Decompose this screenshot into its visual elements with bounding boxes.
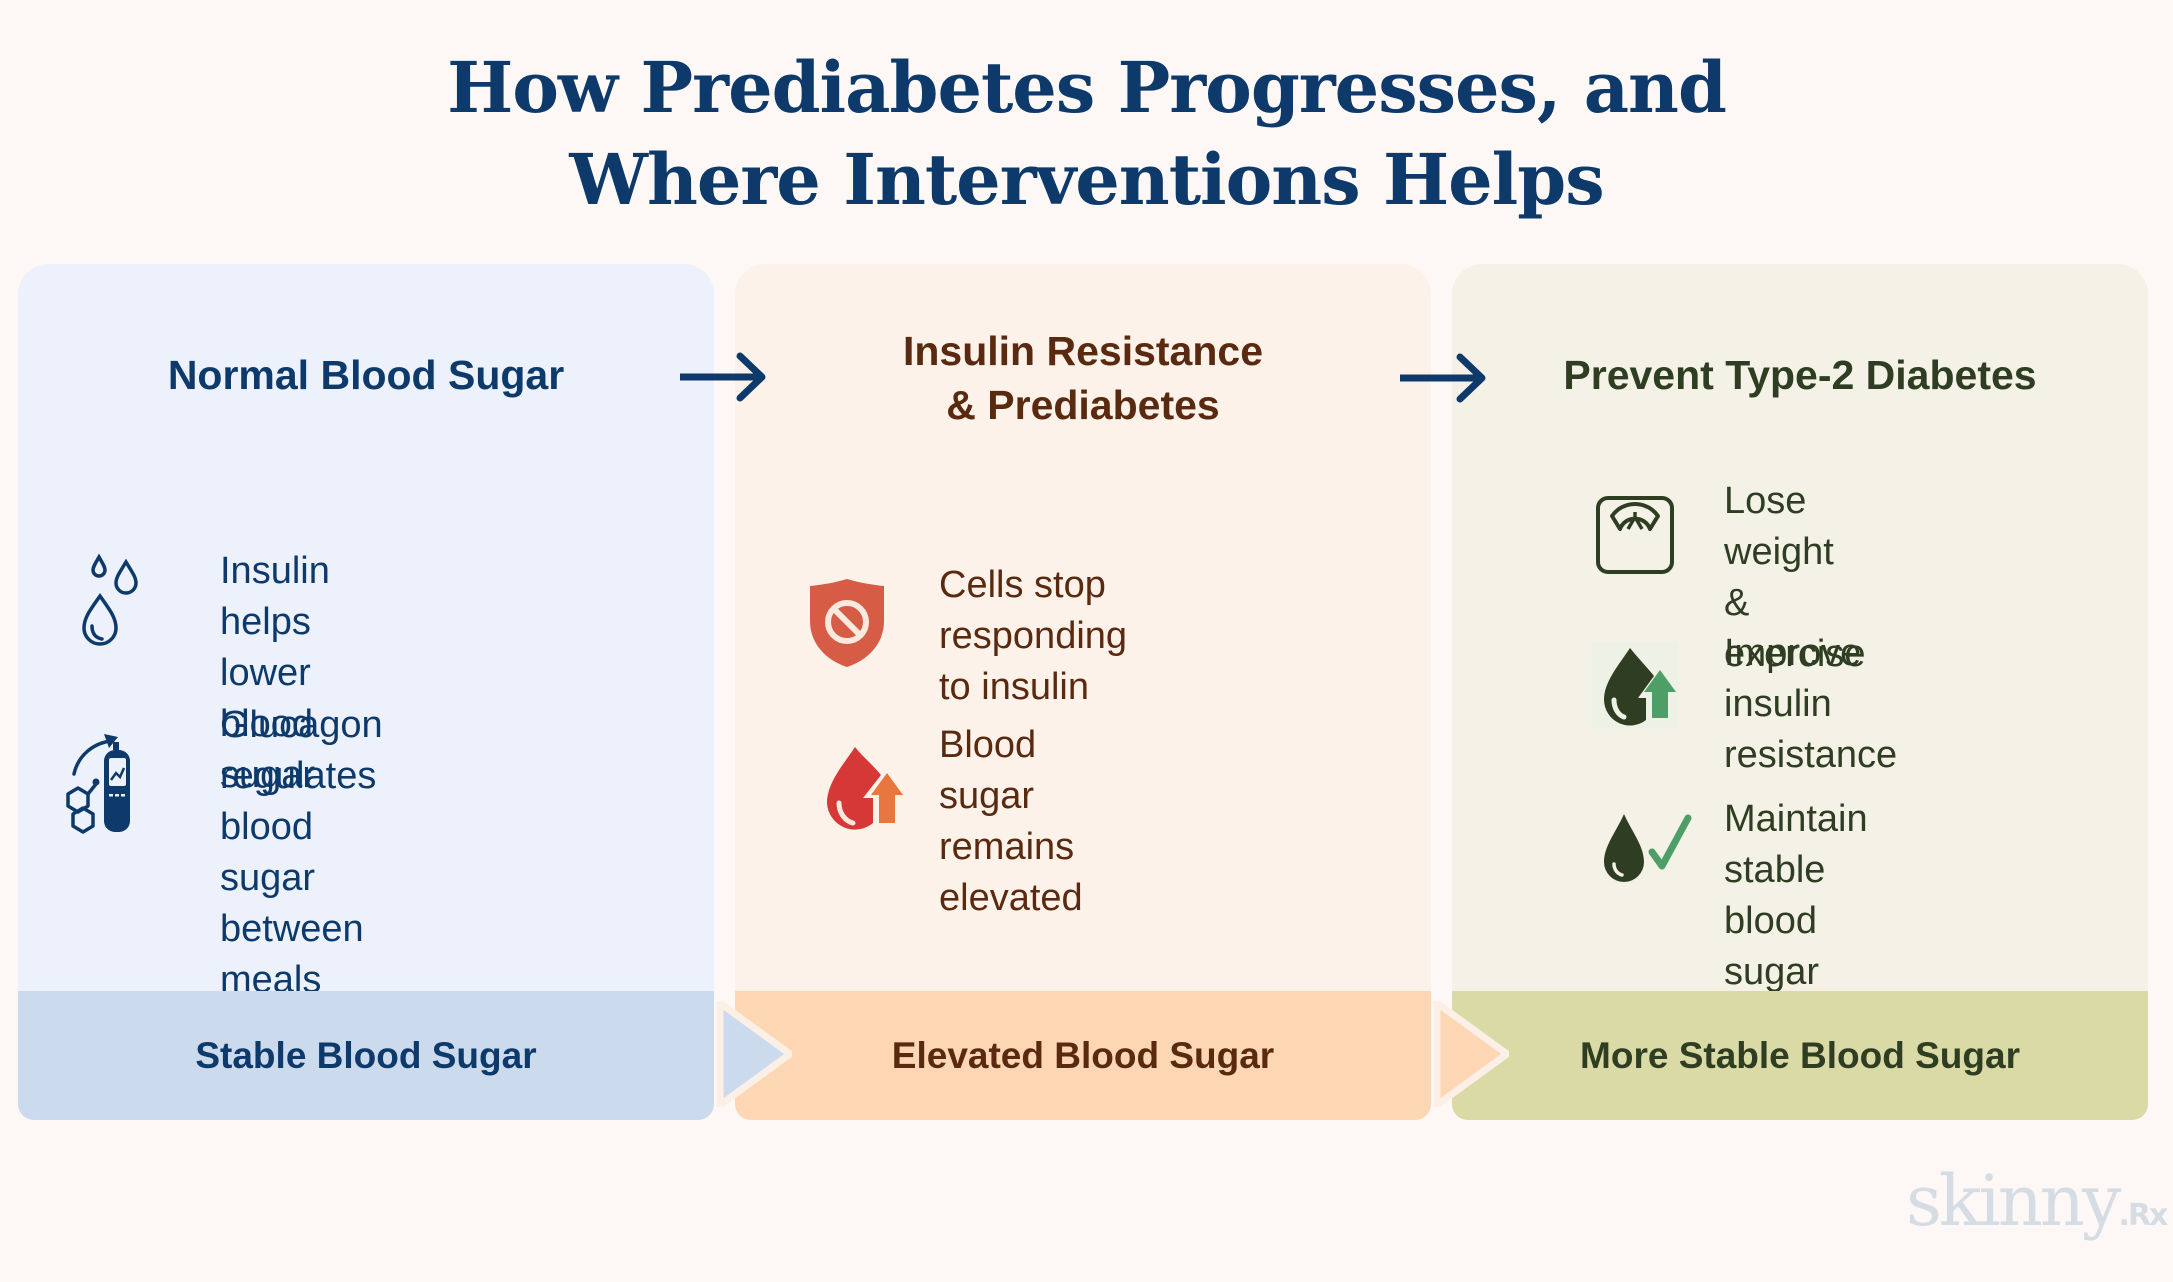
stage-banner: Elevated Blood Sugar xyxy=(735,991,1431,1120)
logo-rx: .Rx xyxy=(2118,1198,2168,1233)
item-text: Improve insulin resistance xyxy=(1724,632,1898,776)
stage-banner: Stable Blood Sugar xyxy=(18,991,714,1120)
item-text: Glucagon regulates blood sugar between m… xyxy=(220,704,383,1001)
chevron-right-icon xyxy=(1433,1001,1509,1107)
weight-scale-icon xyxy=(1596,496,1674,574)
drop-up-arrow-icon xyxy=(1592,642,1678,728)
stage-prediabetes-panel: Insulin Resistance & Prediabetes Cells s… xyxy=(735,264,1431,1120)
glucose-meter-icon xyxy=(66,734,130,834)
stage-header: Normal Blood Sugar xyxy=(167,352,565,398)
item-text: Lose weight & exercise xyxy=(1724,480,1866,675)
water-drops-icon xyxy=(82,553,138,646)
logo-wordmark: skinny xyxy=(1906,1160,2121,1242)
stage-banner: More Stable Blood Sugar xyxy=(1452,991,2148,1120)
title-line-1: How Prediabetes Progresses, and xyxy=(447,46,1727,129)
brand-logo: skinny.Rx xyxy=(1906,1160,2168,1242)
page-title: How Prediabetes Progresses, and Where In… xyxy=(0,42,2173,226)
stage-header-line-1: Insulin Resistance xyxy=(902,328,1263,374)
item-text: Maintain stable blood sugar xyxy=(1724,798,1868,993)
item-text: Insulin helps lower blood sugar xyxy=(220,550,330,796)
blood-drop-up-arrow-icon xyxy=(827,747,903,830)
stage-normal-panel: Normal Blood Sugar Insulin helps lower b… xyxy=(18,264,714,1120)
stage-header: Prevent Type-2 Diabetes xyxy=(1563,352,2037,398)
stage-header: Insulin Resistance & Prediabetes xyxy=(735,324,1431,432)
stage-header-line-2: & Prediabetes xyxy=(946,382,1220,428)
arrow-right-icon xyxy=(1400,353,1486,403)
item-text: Cells stop responding to insulin xyxy=(939,564,1128,708)
drop-checkmark-icon xyxy=(1604,814,1692,882)
item-text: Blood sugar remains elevated xyxy=(939,724,1083,919)
stage-prevention-panel: Prevent Type-2 Diabetes Lose weight & ex… xyxy=(1452,264,2148,1120)
arrow-right-icon xyxy=(680,352,766,402)
title-line-2: Where Interventions Helps xyxy=(569,138,1604,221)
shield-blocked-icon xyxy=(810,579,884,667)
chevron-right-icon xyxy=(716,1001,792,1107)
